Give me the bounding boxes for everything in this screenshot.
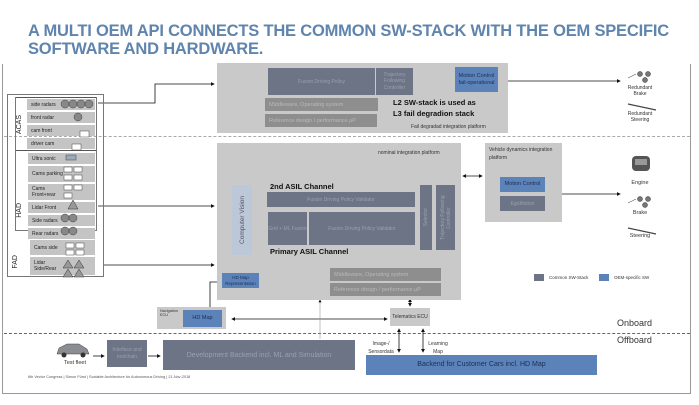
arrow-acas — [98, 82, 215, 104]
nav-hd-map: HD Map — [183, 310, 222, 327]
fail-platform-label: Fail degradad integration platform — [411, 124, 486, 130]
engine-label: Engine — [631, 180, 649, 186]
group-label-had: HAD — [16, 203, 23, 218]
l2-note-line2: L3 fail degradion stack — [393, 109, 475, 118]
navigation-ecu-label: Navigation ECU — [160, 309, 178, 317]
vd-motion-control: Motion Control — [500, 177, 545, 192]
redundant-brake-label: Redundant Brake — [627, 85, 653, 97]
interface-toolchain: Interface and toolchain — [107, 340, 147, 367]
nominal-trajectory-label: Trajectory Following Controller — [439, 195, 452, 240]
sensor-driver-cam: driver cam — [27, 138, 95, 149]
fail-middleware: Middleware, Operating system — [265, 98, 378, 111]
computer-vision-label: Computer Vision — [238, 196, 246, 244]
steering-icon — [627, 227, 657, 235]
diagram-frame — [2, 64, 691, 394]
sensor-lidar-front: Lidar Front — [28, 202, 95, 213]
sensor-rear-radars: Rear radars — [28, 228, 95, 239]
sensor-icons — [60, 99, 94, 278]
image-sensordata-label: Image-/ Sensordata — [368, 341, 394, 355]
primary-asil-channel-label: Primary ASIL Channel — [270, 247, 349, 256]
selector-box: Selector — [420, 185, 432, 250]
learning-map-label: Learning Map — [428, 341, 448, 355]
onboard-offboard-divider — [4, 333, 690, 334]
legend-common: Common SW-Stack — [549, 275, 589, 280]
nominal-middleware: Middleware, Operating system — [330, 268, 441, 281]
brake-icon — [627, 196, 651, 208]
sensor-panel: ACAS HAD FAD side radars front radar cam… — [7, 94, 104, 278]
group-label-acas: ACAS — [16, 115, 23, 135]
fail-reference-design: Reference design / performance µP — [265, 114, 377, 127]
development-backend: Development Backend incl. ML and Simulat… — [163, 340, 355, 370]
nominal-platform-label: nominal integration platform — [378, 150, 440, 156]
nominal-reference-design: Reference design / performance µP — [330, 283, 441, 296]
telematics-ecu: Telematics ECU — [390, 308, 430, 326]
steering-icon — [627, 103, 657, 111]
selector-label: Selector — [423, 208, 429, 227]
test-fleet-label: Test fleet — [63, 360, 86, 366]
sensor-cam-front: cam front — [27, 125, 95, 136]
page-title: A MULTI OEM API CONNECTS THE COMMON SW-S… — [28, 22, 669, 58]
fail-trajectory-controller: Trajectory Following Controller — [376, 68, 413, 95]
vd-egomotion: EgoMotion — [500, 196, 545, 211]
actuator-icons — [627, 71, 657, 235]
steering-label: Steering — [629, 233, 651, 239]
hd-map-representation: HD Map Representation — [222, 273, 259, 288]
sensor-side-radars-had: Side radars — [28, 215, 95, 226]
l2-note-line1: L2 SW-stack is used as — [393, 98, 476, 107]
car-icon — [56, 343, 90, 358]
sensor-lidar-side-rear: Lidar Side/Rear — [30, 257, 64, 275]
grid-ml-fusion: Grid + ML Fusion — [268, 212, 307, 245]
brake-icon — [627, 71, 651, 83]
brake-label: Brake — [632, 210, 648, 216]
sensor-front-radar: front radar — [27, 112, 95, 123]
legend-oem: OEM-specific SW — [614, 275, 650, 280]
engine-icon — [632, 156, 650, 171]
second-channel-bar: Fusion Driving Policy Validator — [267, 192, 415, 207]
fail-fusion-driving-policy: Fusion Driving Policy — [268, 68, 375, 95]
redundant-steering-label: Redundant Steering — [627, 111, 653, 123]
sensor-cams-front-rear: Cams Front+rear — [28, 184, 60, 200]
group-label-fad: FAD — [12, 255, 19, 269]
fail-motion-control: Motion Control fail-operational — [455, 67, 498, 92]
footer: 6th Vector Congress | Simon Fürst | Scal… — [28, 375, 191, 379]
legend-swatch-common — [534, 274, 544, 281]
vehicle-dynamics-label: Vehicle dynamics integration platform — [489, 147, 553, 161]
second-asil-channel-label: 2nd ASIL Channel — [270, 182, 334, 191]
computer-vision-box: Computer Vision — [232, 185, 252, 255]
nominal-trajectory-box: Trajectory Following Controller — [436, 185, 455, 250]
offboard-label: Offboard — [617, 335, 652, 345]
divider — [4, 136, 690, 137]
primary-channel-bar: Fusion Driving Policy Validator — [309, 212, 415, 245]
legend-swatch-oem — [599, 274, 609, 281]
sensor-ultra-sonic: Ultra sonic — [28, 153, 95, 164]
onboard-label: Onboard — [617, 318, 653, 328]
customer-backend: Backend for Customer Cars incl. HD Map — [366, 355, 597, 375]
